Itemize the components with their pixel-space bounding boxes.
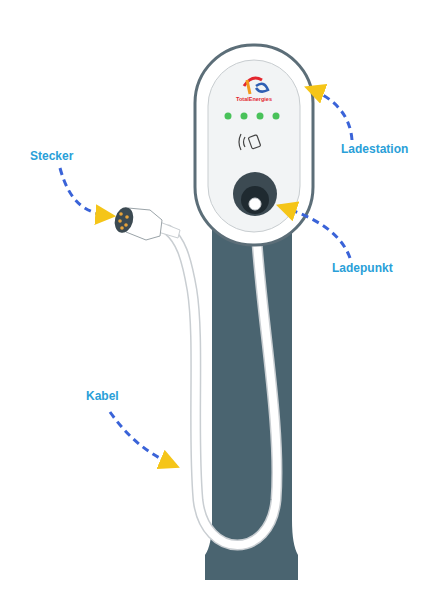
- part-label: Kabel: [86, 390, 119, 403]
- part-label: Stecker: [30, 150, 73, 163]
- leader-line: [110, 412, 176, 466]
- part-label: Ladestation: [341, 143, 408, 156]
- leader-line: [280, 206, 350, 258]
- status-leds: [225, 113, 280, 120]
- logo-text: TotalEnergies: [236, 96, 272, 102]
- leader-lines: [60, 88, 352, 466]
- plug: [112, 205, 180, 240]
- leader-line: [308, 88, 352, 140]
- charge-socket: [233, 172, 277, 216]
- nfc-symbol: [239, 134, 261, 150]
- cable: [168, 210, 277, 545]
- leader-line: [60, 168, 112, 216]
- station-housing: [195, 45, 313, 245]
- logo: [244, 78, 268, 94]
- part-label: Ladepunkt: [332, 262, 393, 275]
- post: [205, 220, 298, 580]
